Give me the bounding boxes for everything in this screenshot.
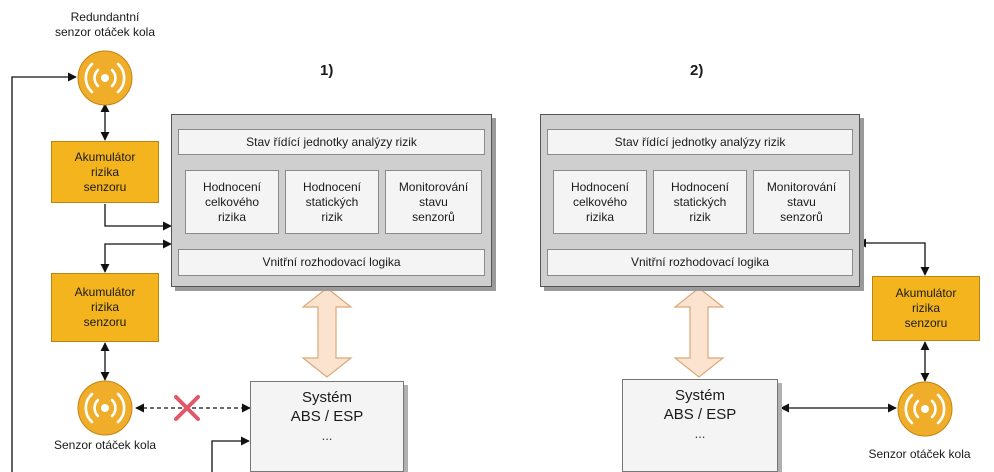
module-static-risk: Hodnocení statických rizik xyxy=(285,170,379,234)
wireless-sensor-icon xyxy=(897,381,953,437)
module-overall-risk: Hodnocení celkového rizika xyxy=(185,170,279,234)
system-ellipsis: ... xyxy=(321,428,333,443)
risk-accumulator: Akumulátor rizika senzoru xyxy=(872,276,980,341)
risk-analysis-ecu-1: Stav řídící jednotky analýzy rizik Hodno… xyxy=(171,114,492,287)
risk-analysis-ecu-2: Stav řídící jednotky analýzy rizik Hodno… xyxy=(540,114,860,287)
module-overall-risk: Hodnocení celkového rizika xyxy=(553,170,647,234)
abs-esp-system-1: Systém ABS / ESP ... xyxy=(250,381,404,472)
decision-logic-bar: Vnitřní rozhodovací logika xyxy=(178,249,485,276)
feedback-line xyxy=(11,72,77,472)
abs-esp-system-2: Systém ABS / ESP ... xyxy=(622,379,778,472)
system-name: Systém xyxy=(301,389,352,406)
cross-icon xyxy=(174,395,200,421)
module-static-risk: Hodnocení statických rizik xyxy=(653,170,747,234)
risk-accumulator-top: Akumulátor rizika senzoru xyxy=(51,141,159,203)
decision-logic-bar: Vnitřní rozhodovací logika xyxy=(547,249,853,276)
wireless-sensor-icon xyxy=(77,50,133,106)
interface-arrow-1 xyxy=(301,287,353,378)
wireless-sensor-icon xyxy=(77,380,133,436)
link-accumulator-ecu1-top xyxy=(104,204,172,231)
system-ellipsis: ... xyxy=(694,426,706,441)
sensor-label-2: Senzor otáček kola xyxy=(868,447,971,461)
risk-accumulator-bottom: Akumulátor rizika senzoru xyxy=(51,273,159,342)
link-ecu2-accumulator xyxy=(857,238,930,276)
sensor-label-1: Senzor otáček kola xyxy=(53,438,157,452)
module-sensor-monitoring: Monitorování stavu senzorů xyxy=(753,170,850,234)
link-into-system1 xyxy=(211,436,250,472)
variant-2-heading: 2) xyxy=(690,62,704,79)
variant-1-heading: 1) xyxy=(320,62,334,79)
system-type: ABS / ESP xyxy=(663,406,737,423)
system-name: Systém xyxy=(674,387,725,404)
ecu-state-bar: Stav řídící jednotky analýzy rizik xyxy=(547,129,853,155)
interface-arrow-2 xyxy=(673,287,725,378)
link-ecu1-accumulator-bottom xyxy=(100,239,172,273)
module-sensor-monitoring: Monitorování stavu senzorů xyxy=(385,170,482,234)
redundant-sensor-label: Redundantní senzor otáček kola xyxy=(54,10,156,39)
ecu-state-bar: Stav řídící jednotky analýzy rizik xyxy=(178,129,485,155)
system-type: ABS / ESP xyxy=(290,408,364,425)
